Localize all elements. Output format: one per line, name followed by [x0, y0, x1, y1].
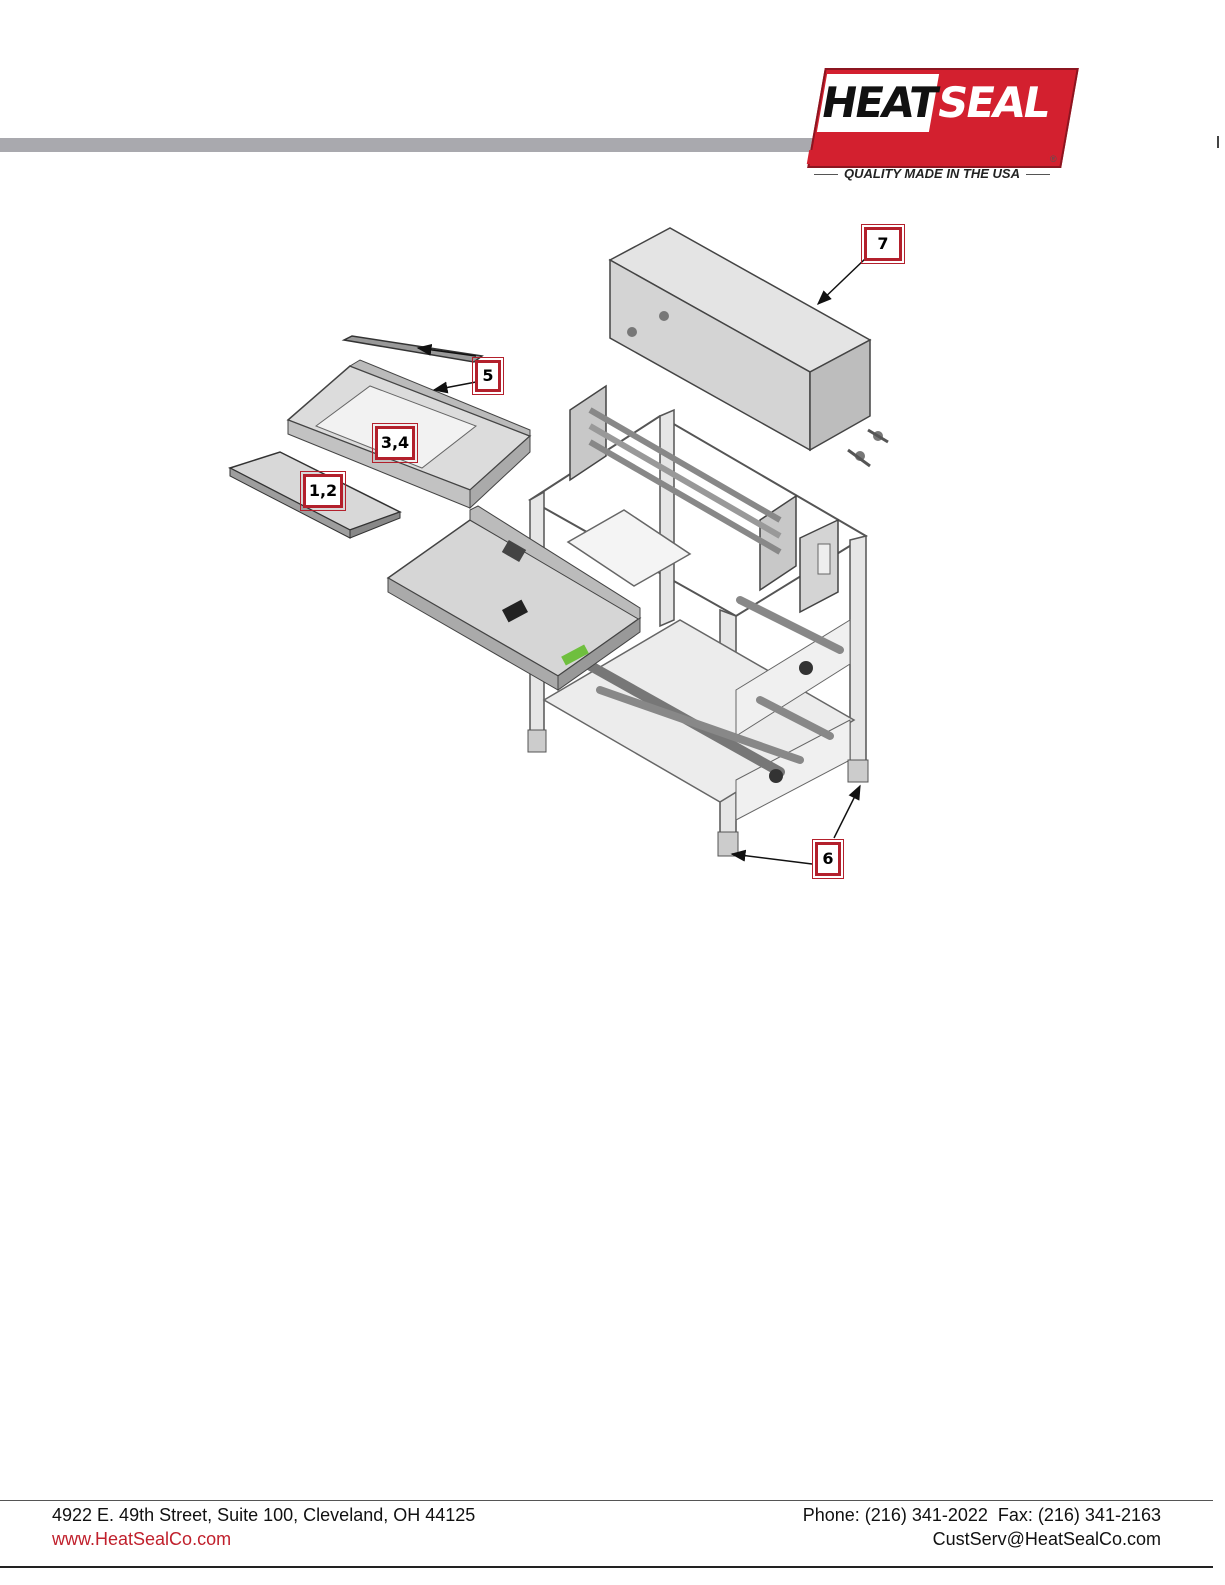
footer-bottom-rule [0, 1566, 1213, 1568]
header-bar [0, 138, 830, 152]
footer-address: 4922 E. 49th Street, Suite 100, Clevelan… [52, 1505, 475, 1526]
logo-tagline-text: QUALITY MADE IN THE USA [844, 166, 1020, 181]
heat-seal-logo: HEAT SEAL ® QUALITY MADE IN THE USA [808, 68, 1070, 188]
footer-divider [0, 1500, 1213, 1501]
parts-illustration [220, 220, 940, 900]
exploded-parts-diagram: 7 5 3,4 1,2 6 [220, 220, 940, 900]
logo-word-seal: SEAL [929, 74, 1057, 132]
callout-6: 6 [815, 842, 841, 876]
footer-phone-fax: Phone: (216) 341-2022 Fax: (216) 341-216… [803, 1505, 1161, 1526]
footer-website-link[interactable]: www.HeatSealCo.com [52, 1529, 231, 1550]
registered-mark: ® [1050, 154, 1057, 164]
callout-5: 5 [475, 360, 501, 392]
part-top-shield [610, 228, 888, 466]
logo-stripe [807, 150, 1049, 164]
callout-3-4: 3,4 [375, 426, 415, 460]
logo-tagline: QUALITY MADE IN THE USA [808, 166, 1048, 181]
header-bar-end-mark [1217, 136, 1219, 148]
logo-word-heat: HEAT [817, 74, 939, 132]
callout-7: 7 [864, 227, 902, 261]
footer-email-link[interactable]: CustServ@HeatSealCo.com [933, 1529, 1161, 1550]
callout-1-2: 1,2 [303, 474, 343, 508]
logo-wordmark: HEAT SEAL [817, 74, 1057, 132]
